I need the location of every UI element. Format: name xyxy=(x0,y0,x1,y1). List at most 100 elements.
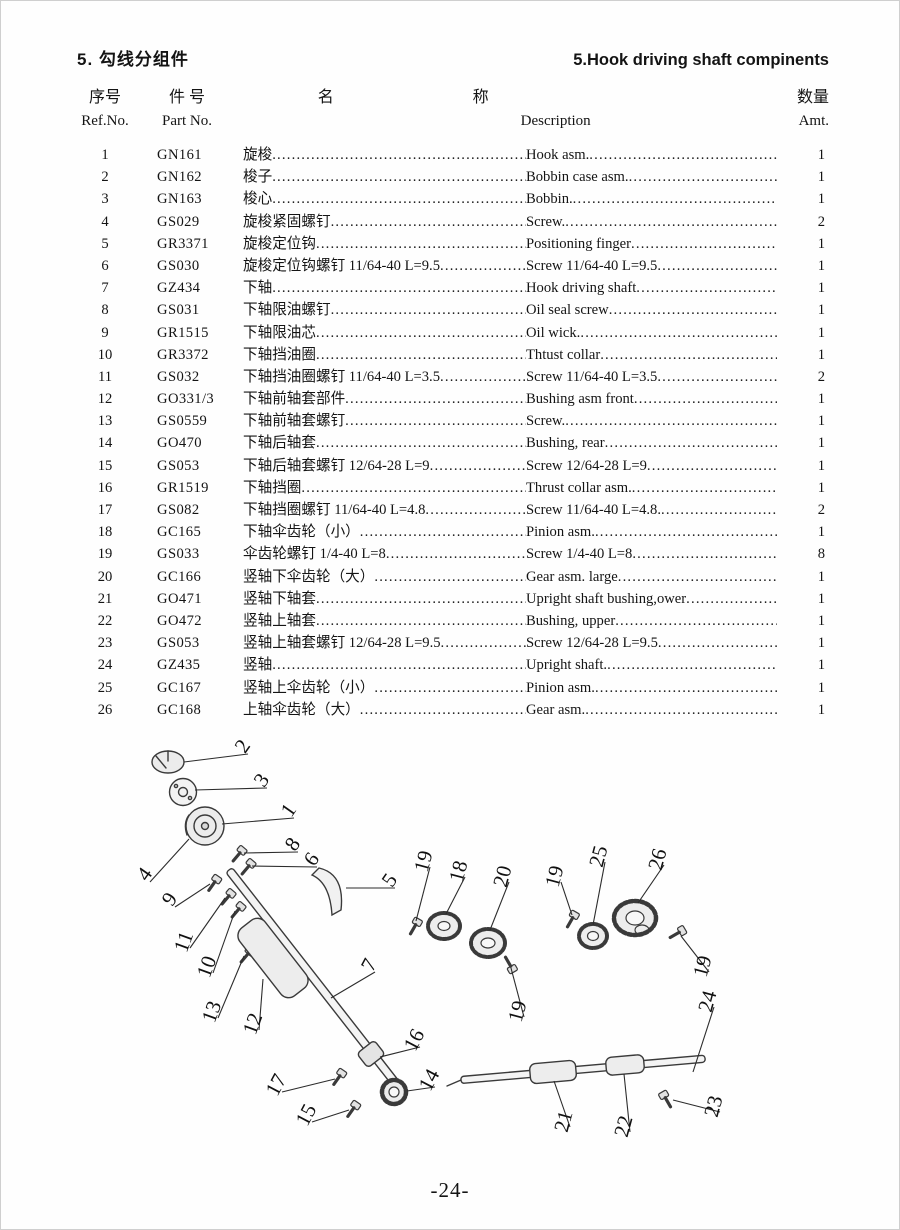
dot-leader xyxy=(600,347,777,364)
part-desc-en: Screw. xyxy=(526,213,566,230)
part-desc-en: Thtust collar xyxy=(526,346,601,363)
table-row: 7GZ434下轴Hook driving shaft1 xyxy=(79,276,831,298)
name-desc-cell: 梭子Bobbin case asm. xyxy=(243,165,777,186)
ref-no: 25 xyxy=(97,679,113,696)
dot-leader xyxy=(631,236,777,253)
header-name-zh-1: 名 xyxy=(317,89,334,106)
ref-no: 23 xyxy=(97,635,113,652)
callout-leader xyxy=(623,1073,631,1133)
table-row: 24GZ435竖轴Upright shaft.1 xyxy=(79,653,831,675)
dot-leader xyxy=(331,214,526,231)
dot-leader xyxy=(316,613,526,630)
name-desc-cell: 竖轴上轴套螺钉 12/64-28 L=9.5Screw 12/64-28 L=9… xyxy=(243,631,777,652)
ref-no: 8 xyxy=(101,302,109,319)
dot-leader xyxy=(441,635,526,652)
name-desc-cell: 下轴挡油圈螺钉 11/64-40 L=3.5Screw 11/64-40 L=3… xyxy=(243,365,777,386)
part-desc-en: Screw 11/64-40 L=3.5 xyxy=(526,368,658,385)
page-number: -24- xyxy=(430,1178,470,1202)
dot-leader xyxy=(386,546,526,563)
callout-leader xyxy=(637,864,665,904)
table-body: 1GN161旋梭Hook asm.12GN162梭子Bobbin case as… xyxy=(79,143,831,720)
ref-no: 9 xyxy=(101,324,109,341)
callout-leader xyxy=(258,978,264,1031)
name-desc-cell: 旋梭定位钩Positioning finger xyxy=(243,232,777,253)
part-desc-en: Screw 12/64-28 L=9 xyxy=(526,457,647,474)
amount: 1 xyxy=(817,590,825,607)
name-desc-cell: 下轴限油螺钉Oil seal screw xyxy=(243,298,777,319)
parts-table: 序号 件 号 名 称 数量 Ref.No. Part No. Descripti… xyxy=(79,83,831,720)
part-desc-en: Upright shaft. xyxy=(526,657,608,674)
header-ref-en: Ref.No. xyxy=(81,113,129,129)
part-name-zh: 下轴挡圈 xyxy=(243,479,302,496)
diagram-parts xyxy=(151,750,706,1121)
callout-number: 16 xyxy=(398,1025,429,1055)
dot-leader xyxy=(629,169,777,186)
callout-leader xyxy=(489,881,510,931)
amount: 2 xyxy=(817,368,825,385)
part-thrust-collar xyxy=(357,1041,385,1067)
part-name-zh: 下轴限油芯 xyxy=(243,324,316,341)
dot-leader xyxy=(345,413,526,430)
dot-leader xyxy=(632,546,777,563)
part-screw-19d xyxy=(666,923,689,943)
amount: 1 xyxy=(817,457,825,474)
name-desc-cell: 伞齿轮螺钉 1/4-40 L=8Screw 1/4-40 L=8 xyxy=(243,542,777,563)
part-no: GS029 xyxy=(157,213,200,230)
name-desc-cell: 下轴后轴套螺钉 12/64-28 L=9Screw 12/64-28 L=9 xyxy=(243,454,777,475)
dot-leader xyxy=(589,147,777,164)
part-no: GO470 xyxy=(157,435,202,452)
table-header-zh: 序号 件 号 名 称 数量 xyxy=(79,83,831,113)
callout-leader xyxy=(251,865,318,868)
ref-no: 1 xyxy=(101,147,109,163)
dot-leader xyxy=(374,569,526,586)
header-name-zh-2: 称 xyxy=(472,89,489,106)
part-no: GC167 xyxy=(157,679,202,696)
part-no: GS030 xyxy=(157,257,200,274)
table-row: 8GS031下轴限油螺钉Oil seal screw1 xyxy=(79,298,831,320)
table-row: 3GN163梭心Bobbin.1 xyxy=(79,187,831,209)
dot-leader xyxy=(425,502,526,519)
table-row: 2GN162梭子Bobbin case asm.1 xyxy=(79,165,831,187)
dot-leader xyxy=(374,680,526,697)
part-desc-en: Bobbin. xyxy=(526,191,573,208)
ref-no: 5 xyxy=(101,235,109,252)
name-desc-cell: 旋梭紧固螺钉Screw. xyxy=(243,210,777,231)
amount: 1 xyxy=(817,635,825,652)
part-desc-en: Oil wick. xyxy=(526,324,581,341)
dot-leader xyxy=(661,502,777,519)
header-ref-zh: 序号 xyxy=(88,89,121,106)
table-row: 13GS0559下轴前轴套螺钉Screw.1 xyxy=(79,409,831,431)
callout-number: 7 xyxy=(356,954,382,975)
callout-leader xyxy=(510,967,525,1018)
part-desc-en: Upright shaft bushing,ower xyxy=(526,590,687,607)
table-row: 16GR1519下轴挡圈Thrust collar asm.1 xyxy=(79,476,831,498)
part-no: GS0559 xyxy=(157,413,208,430)
ref-no: 26 xyxy=(97,701,113,718)
callout-leader xyxy=(183,753,249,763)
amount: 1 xyxy=(817,479,825,496)
ref-no: 14 xyxy=(97,435,113,452)
part-oil-seal-screw xyxy=(228,843,250,866)
callout-number: 21 xyxy=(549,1108,578,1134)
dot-leader xyxy=(615,613,777,630)
part-screw-19a xyxy=(405,915,425,938)
dot-leader xyxy=(345,391,526,408)
ref-no: 15 xyxy=(97,457,113,474)
part-no: GS053 xyxy=(157,635,200,652)
part-desc-en: Gear asm. xyxy=(526,701,586,718)
part-no: GZ434 xyxy=(157,280,201,297)
callout-number: 20 xyxy=(488,863,517,889)
name-desc-cell: 旋梭Hook asm. xyxy=(243,143,777,164)
part-no: GS031 xyxy=(157,302,200,319)
part-name-zh: 上轴伞齿轮（大） xyxy=(243,701,360,718)
part-gear-26 xyxy=(611,898,659,938)
part-name-zh: 梭子 xyxy=(243,169,273,186)
callout-leader xyxy=(406,1086,436,1092)
callout-number: 1 xyxy=(275,799,301,821)
dot-leader xyxy=(657,258,777,275)
